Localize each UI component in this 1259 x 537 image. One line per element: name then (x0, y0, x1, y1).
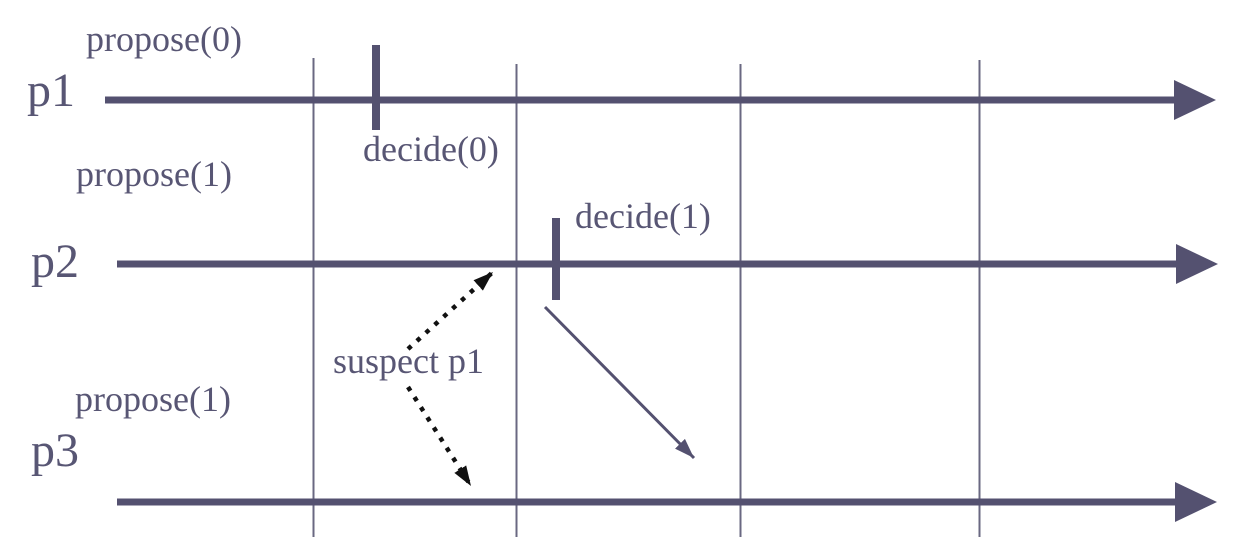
timeline-p3-arrowhead-icon (1175, 482, 1217, 522)
suspect-arrow-to-p2 (406, 270, 495, 351)
process-label-p1: p1 (27, 64, 75, 117)
propose-label-p2: propose(1) (76, 154, 232, 194)
message-arrow-p2-to-p3 (543, 305, 696, 460)
process-label-p3: p3 (31, 424, 79, 477)
suspect-label: suspect p1 (333, 341, 484, 381)
timeline-p2-arrowhead-icon (1176, 244, 1218, 284)
decide-label-p2: decide(1) (575, 196, 711, 236)
propose-label-p3: propose(1) (75, 379, 231, 419)
decide-label-p1: decide(0) (363, 129, 499, 169)
propose-label-p1: propose(0) (86, 19, 242, 59)
timeline-p1-arrowhead-icon (1174, 80, 1216, 120)
process-label-p2: p2 (31, 235, 79, 288)
suspect-arrow-to-p3 (406, 385, 473, 488)
